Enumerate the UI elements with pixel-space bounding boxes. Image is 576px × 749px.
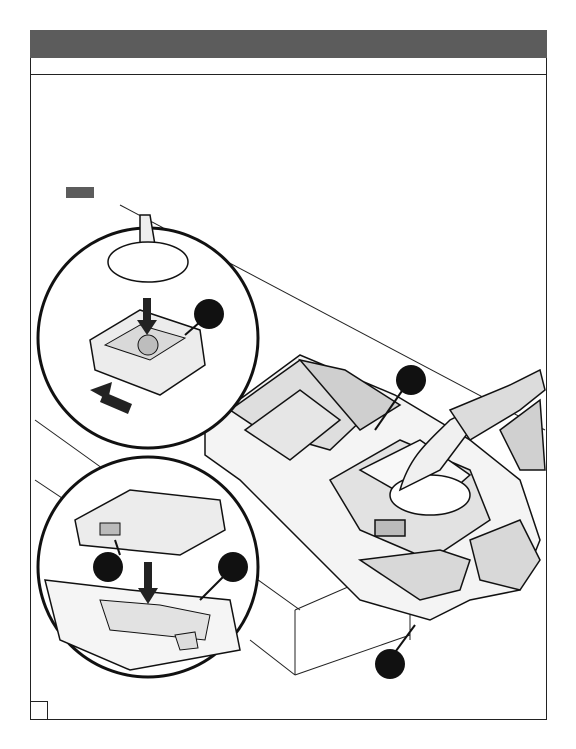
callout-lower-inset-left [93,552,123,582]
callout-upper-inset [194,299,224,329]
callout-lower-inset-right [218,552,248,582]
callout-bottom [375,649,405,679]
callout-main-assembly [396,365,426,395]
